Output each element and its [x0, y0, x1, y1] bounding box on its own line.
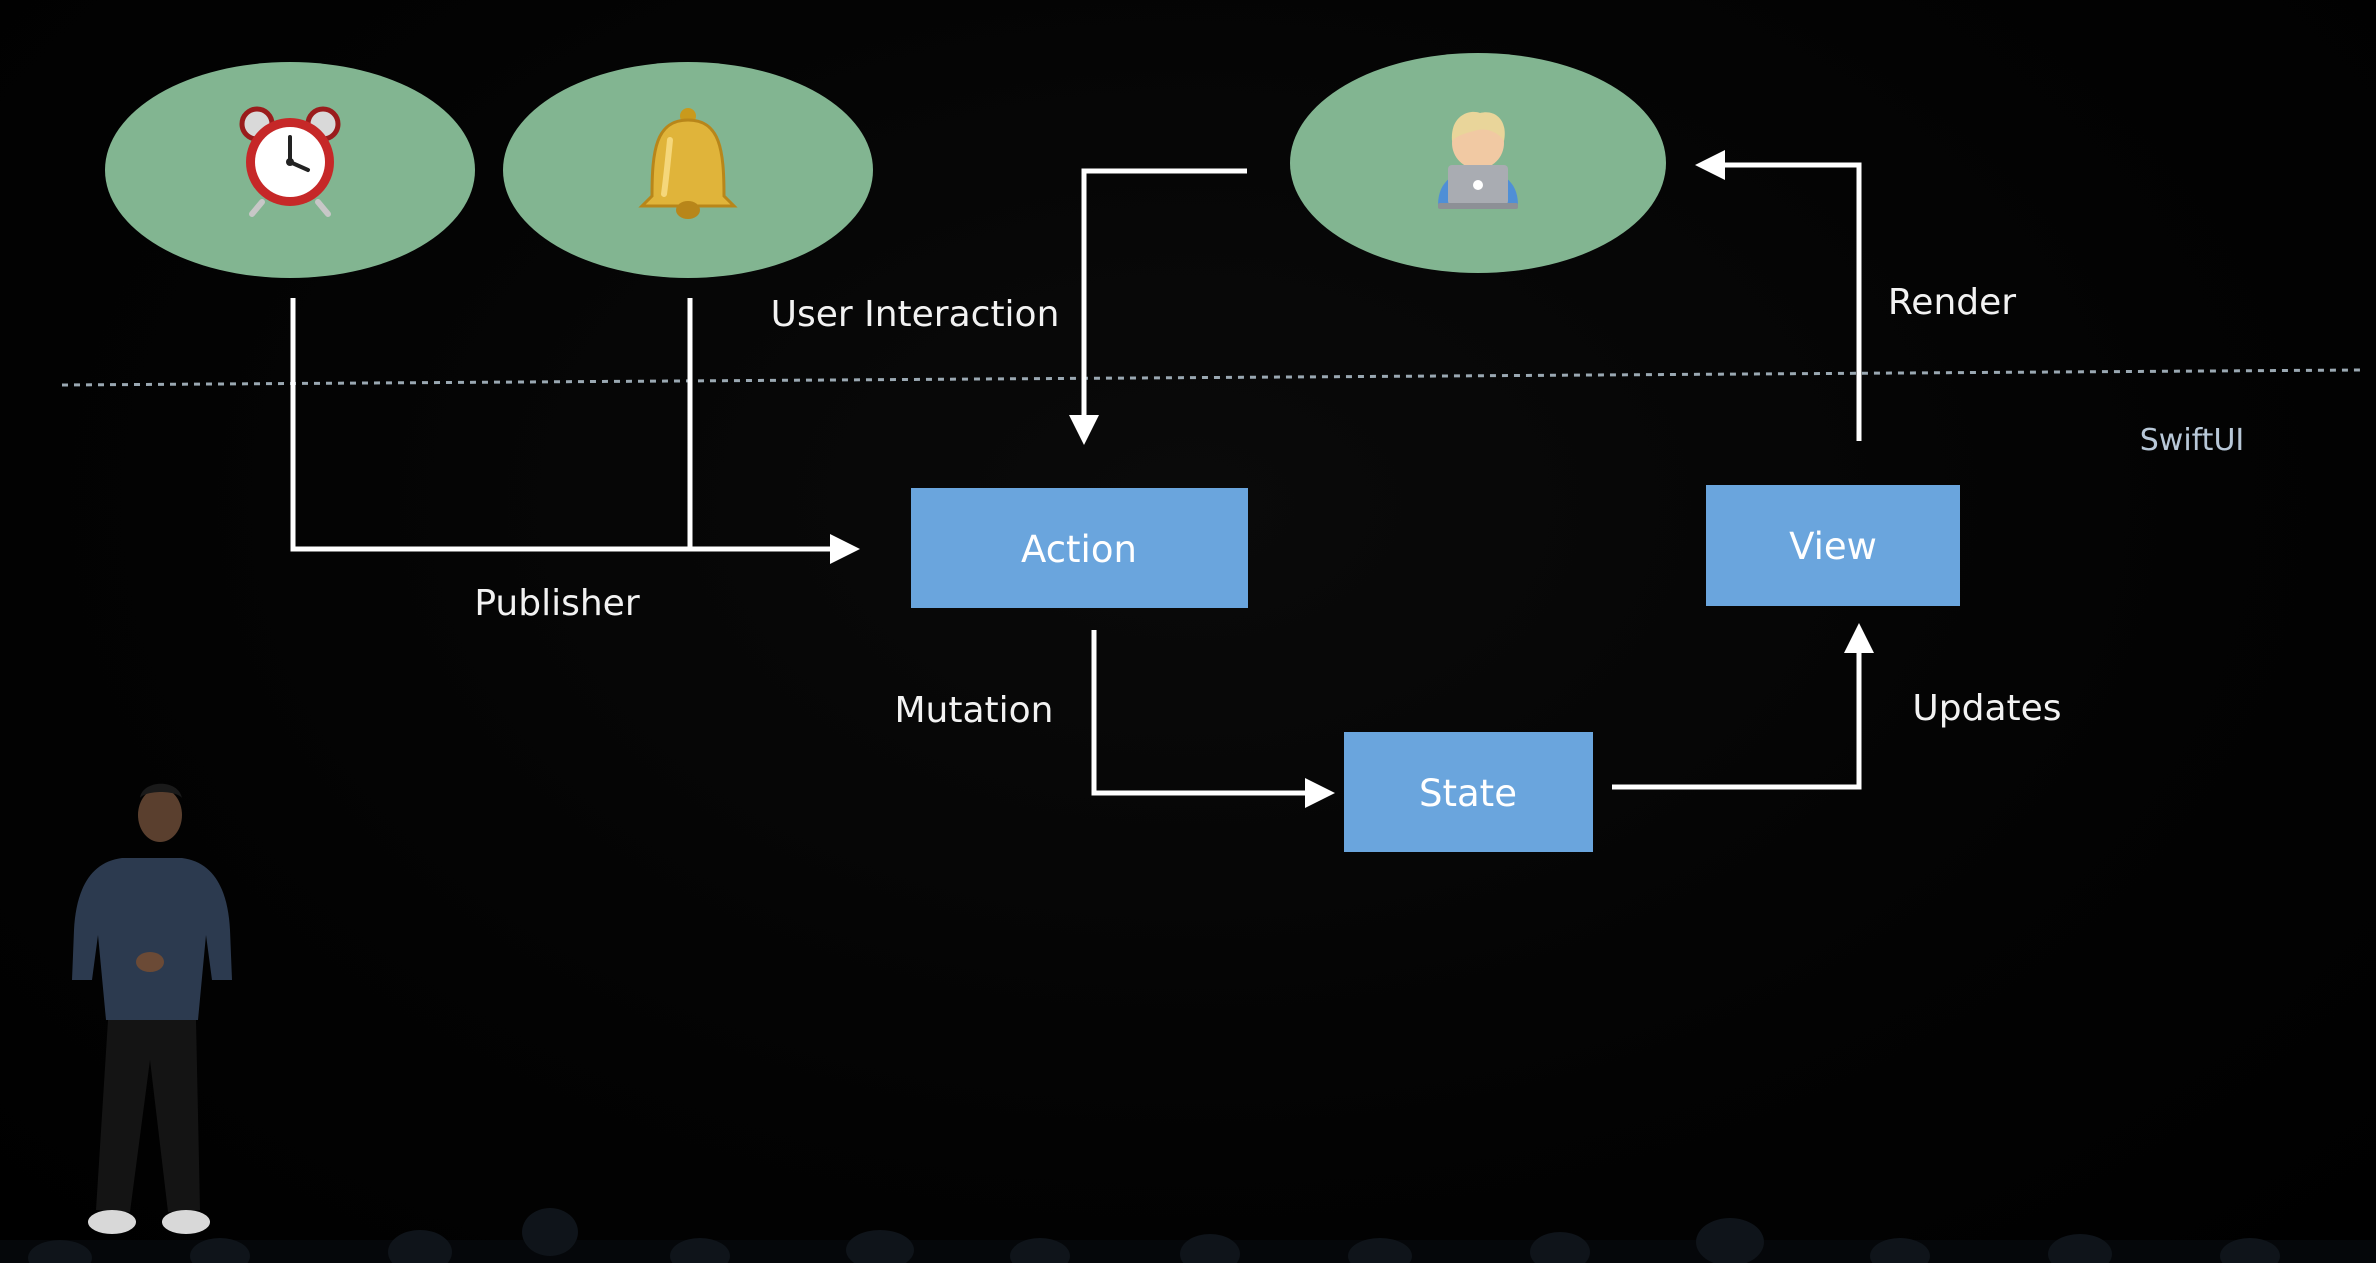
publisher-line-alarm [290, 298, 690, 552]
swiftui-region-label: SwiftUI [2140, 423, 2245, 458]
updates-label: Updates [1912, 688, 2061, 729]
user-interaction-arrow [1069, 168, 1247, 445]
mutation-label: Mutation [894, 690, 1053, 731]
audience-silhouettes [0, 1208, 2376, 1263]
publisher-label: Publisher [474, 583, 639, 624]
action-box [911, 488, 1248, 608]
user-interaction-label: User Interaction [771, 294, 1060, 335]
updates-arrow [1612, 623, 1874, 790]
bell-icon [638, 108, 738, 219]
mutation-arrow [1091, 630, 1335, 808]
user-with-laptop-icon [1438, 111, 1518, 209]
view-box-label: View [1789, 525, 1877, 568]
render-arrow [1695, 150, 1862, 441]
render-label: Render [1888, 282, 2016, 323]
swiftui-divider-line [61, 368, 2361, 387]
state-box [1344, 732, 1593, 852]
alarm-clock-icon [239, 106, 341, 217]
presenter-figure [72, 783, 232, 1234]
action-box-label: Action [1021, 528, 1137, 571]
state-box-label: State [1419, 772, 1517, 815]
view-box [1706, 485, 1960, 606]
